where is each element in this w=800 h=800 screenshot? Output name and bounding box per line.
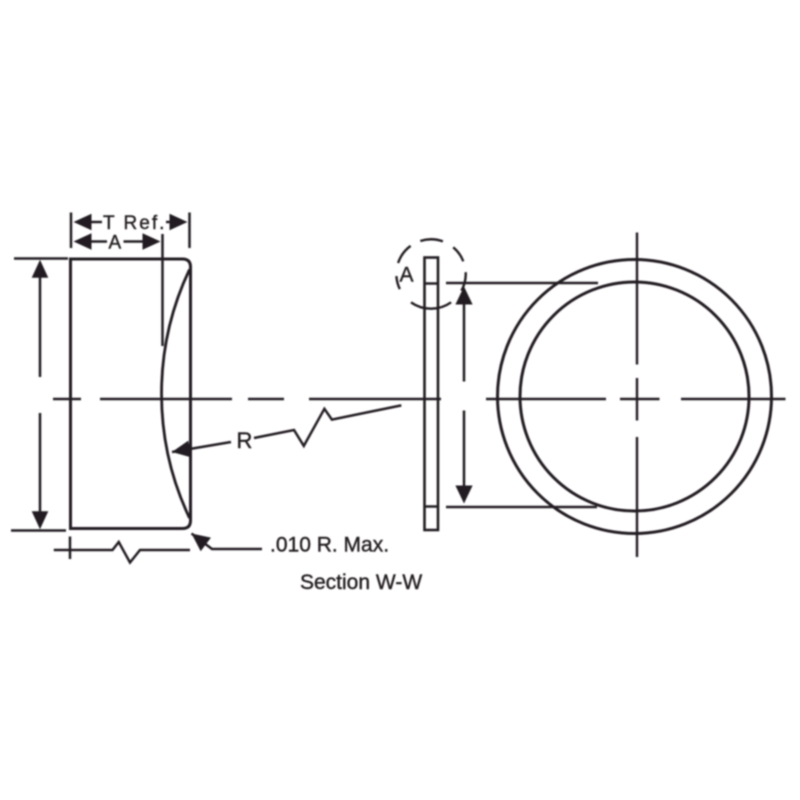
svg-text:T Ref.: T Ref. <box>103 213 166 234</box>
svg-text:A: A <box>400 264 414 287</box>
svg-text:Section W-W: Section W-W <box>300 571 422 594</box>
svg-text:A: A <box>109 233 122 254</box>
svg-text:R: R <box>237 428 253 453</box>
svg-text:.010 R. Max.: .010 R. Max. <box>270 534 389 557</box>
